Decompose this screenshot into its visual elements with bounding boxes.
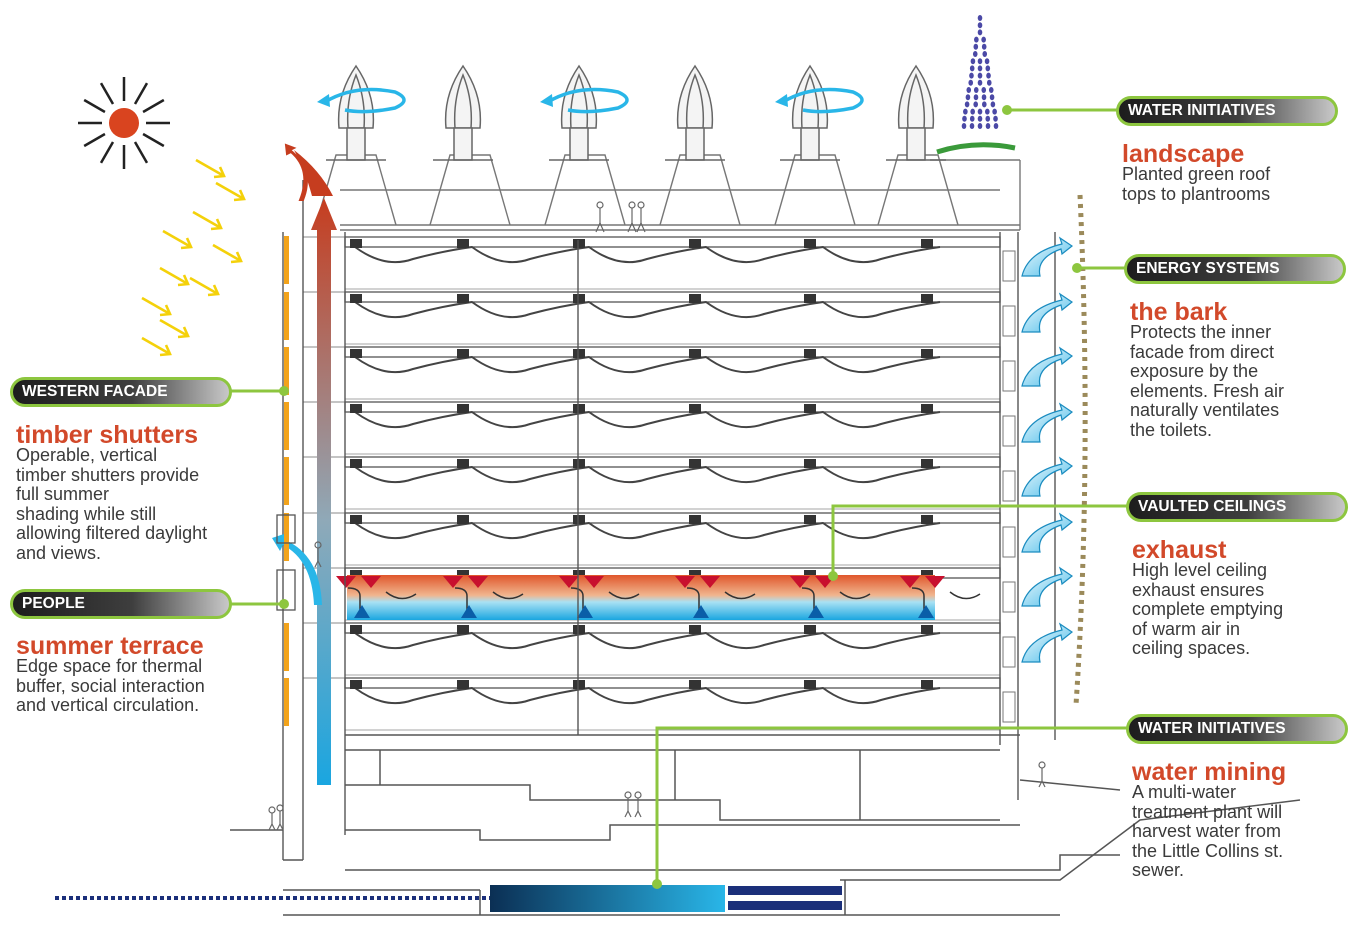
green-roof: [936, 142, 1016, 155]
water-initiatives-mining-tag: WATER INITIATIVES: [1126, 714, 1348, 744]
exhaust-airflow-arrows: [336, 576, 981, 618]
callout-leaders: [230, 108, 1128, 884]
basement-levels: [230, 749, 1301, 916]
bark-ventilation-arrows: [1021, 236, 1074, 663]
western-timber-shutters: [284, 236, 289, 726]
water-mining-description: A multi-water treatment plant will harve…: [1132, 782, 1284, 881]
water-initiatives-roof-tag: WATER INITIATIVES: [1116, 96, 1338, 126]
callout-dots: [279, 105, 1082, 889]
thermal-chimney-arrow: [284, 143, 337, 785]
summer-terrace-heading: summer terrace: [16, 632, 204, 660]
sunlight-arrows: [141, 158, 246, 357]
wind-rotation-arrows: [317, 87, 864, 114]
landscape-description: Planted green roof tops to plantrooms: [1122, 164, 1271, 204]
people-icons: [268, 201, 1046, 831]
water-mining-heading: water mining: [1132, 758, 1287, 786]
people-tag: PEOPLE: [10, 589, 232, 619]
exhaust-description: High level ceiling exhaust ensures compl…: [1132, 560, 1284, 659]
the-bark-heading: the bark: [1130, 298, 1228, 326]
wind-turbine-cowls: [326, 64, 946, 161]
terrace-boxes: [276, 514, 296, 611]
landscape-heading: landscape: [1122, 140, 1245, 168]
rain-icon: [961, 15, 999, 129]
the-bark-description: Protects the inner facade from direct ex…: [1130, 322, 1285, 440]
exhaust-heading: exhaust: [1132, 536, 1227, 564]
timber-shutters-description: Operable, vertical timber shutters provi…: [16, 445, 208, 563]
office-floors: [303, 236, 1016, 731]
rooftop-plantroom: [315, 154, 1021, 231]
ceiling-exhaust-zone: [347, 575, 935, 620]
building-frame: [282, 180, 1056, 860]
vaulted-ceilings-tag: VAULTED CEILINGS: [1126, 492, 1348, 522]
sun-icon: [78, 77, 170, 169]
timber-shutters-heading: timber shutters: [16, 421, 198, 449]
energy-systems-tag: ENERGY SYSTEMS: [1124, 254, 1346, 284]
western-facade-tag: WESTERN FACADE: [10, 377, 232, 407]
summer-terrace-description: Edge space for thermal buffer, social in…: [16, 656, 205, 716]
water-treatment-tank: [55, 885, 842, 912]
terrace-airflow-arrow: [272, 533, 322, 605]
